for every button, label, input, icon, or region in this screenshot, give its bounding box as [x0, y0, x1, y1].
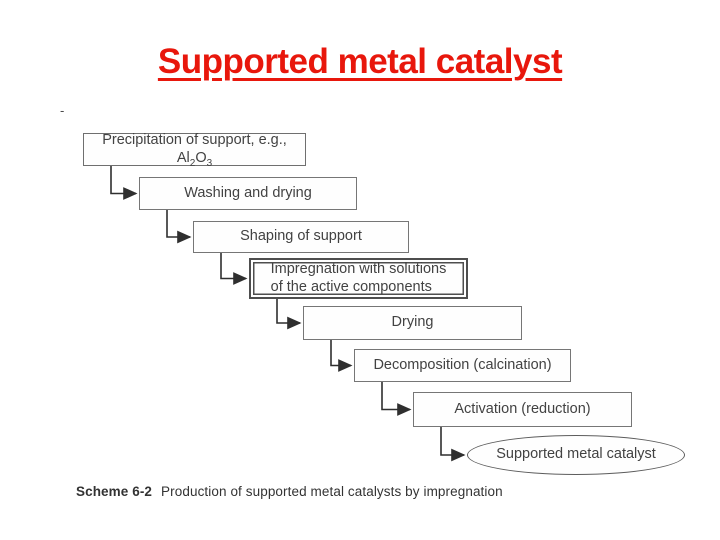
scheme-caption-number: Scheme 6-2 — [76, 484, 153, 499]
flow-step-label: Decomposition (calcination) — [373, 356, 552, 373]
connector-arrow-6 — [381, 381, 412, 416]
flow-step-impregnation-with-solutions: Impregnation with solutions of the activ… — [249, 258, 468, 299]
flow-step-label: Activation (reduction) — [454, 400, 591, 417]
flow-step-label: Precipitation of support, e.g., Al2O3 — [102, 132, 287, 169]
scheme-caption: Scheme 6-2 Production of supported metal … — [76, 484, 503, 499]
flow-step-label: Washing and drying — [184, 184, 312, 201]
flow-step-shaping-of-support: Shaping of support — [193, 221, 409, 253]
slide-title: Supported metal catalyst — [157, 42, 563, 81]
flow-step-label: Drying — [391, 314, 434, 331]
scheme-caption-text: Production of supported metal catalysts … — [161, 484, 503, 499]
connector-arrow-5 — [330, 339, 353, 372]
stray-dash-mark: - — [60, 103, 65, 118]
connector-arrow-3 — [220, 252, 248, 285]
flow-step-label: Supported metal catalyst — [496, 446, 656, 463]
connector-arrow-7 — [440, 426, 466, 462]
connector-arrow-1 — [110, 165, 138, 200]
flow-step-supported-metal-catalyst-ellipse: Supported metal catalyst — [467, 435, 685, 475]
flow-step-washing-and-drying: Washing and drying — [139, 177, 357, 210]
flow-step-decomposition-calcination: Decomposition (calcination) — [354, 349, 571, 382]
flow-step-drying: Drying — [303, 306, 522, 340]
flow-step-activation-reduction: Activation (reduction) — [413, 392, 632, 427]
connector-arrow-2 — [166, 209, 192, 244]
connector-arrow-4 — [276, 298, 302, 330]
flow-step-label: Impregnation with solutions of the activ… — [270, 261, 447, 295]
flow-step-precipitation-of-support: Precipitation of support, e.g., Al2O3 — [83, 132, 306, 169]
flow-step-label: Shaping of support — [240, 228, 362, 245]
